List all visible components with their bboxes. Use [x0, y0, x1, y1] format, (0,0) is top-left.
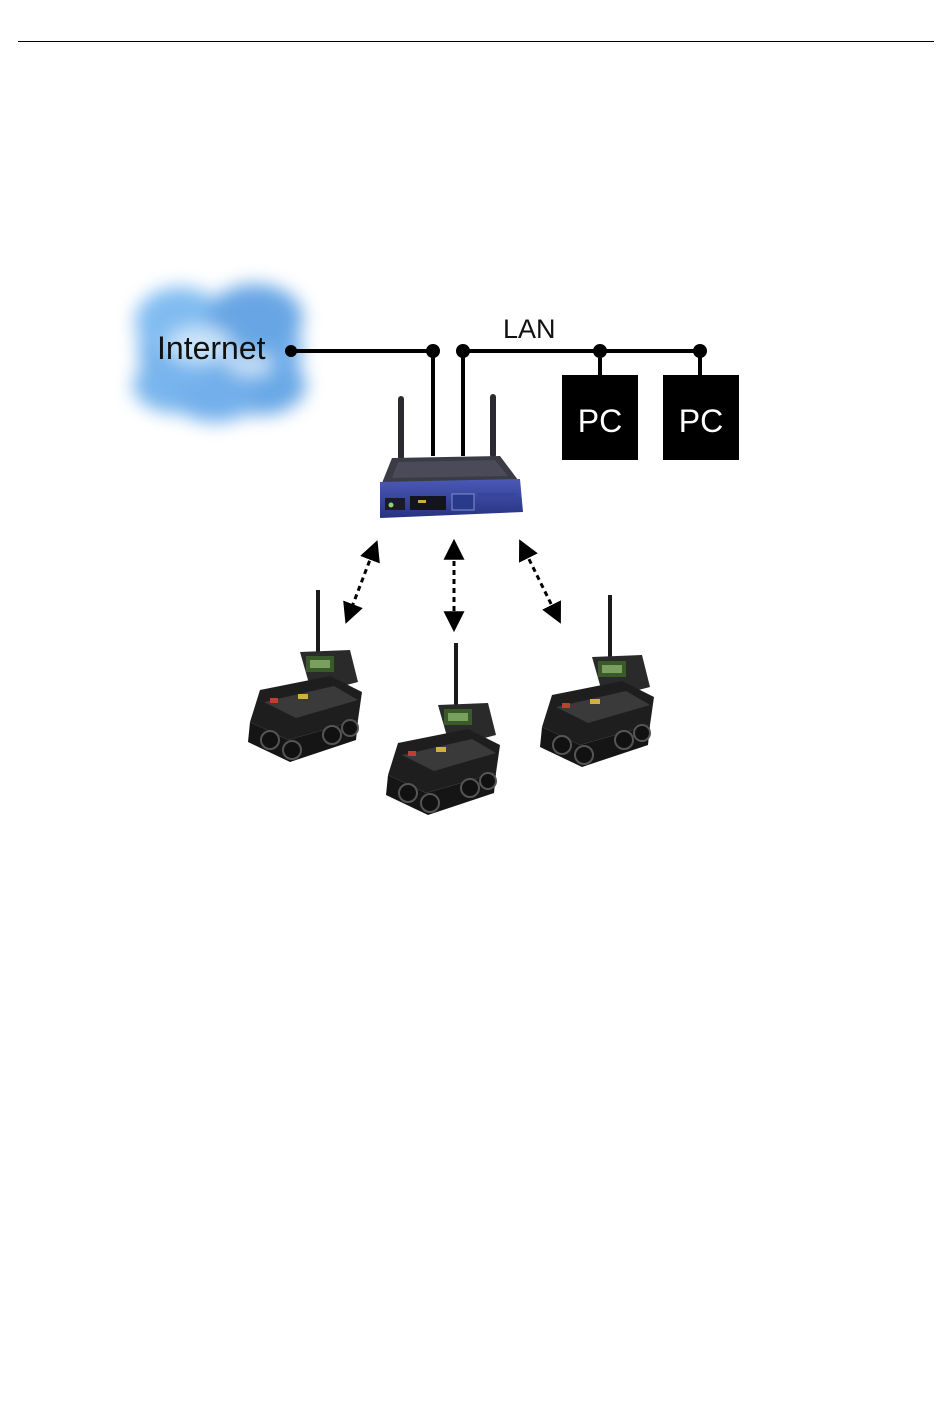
pc-1: PC: [562, 375, 638, 460]
robot-2: [386, 643, 500, 815]
wireless-links: [347, 543, 559, 628]
robot-icon: [386, 643, 500, 815]
robot-icon: [540, 595, 654, 767]
lan-label: LAN: [503, 314, 556, 344]
router-icon: [380, 394, 523, 518]
robot-3: [540, 595, 654, 767]
robot-1: [248, 590, 362, 762]
internet-label: Internet: [157, 330, 266, 366]
pc-2: PC: [663, 375, 739, 460]
wireless-link-arrow-right: [521, 543, 559, 620]
pc-2-label: PC: [679, 403, 723, 439]
wireless-link-arrow-left: [347, 544, 376, 620]
robot-icon: [248, 590, 362, 762]
pc-1-label: PC: [578, 403, 622, 439]
